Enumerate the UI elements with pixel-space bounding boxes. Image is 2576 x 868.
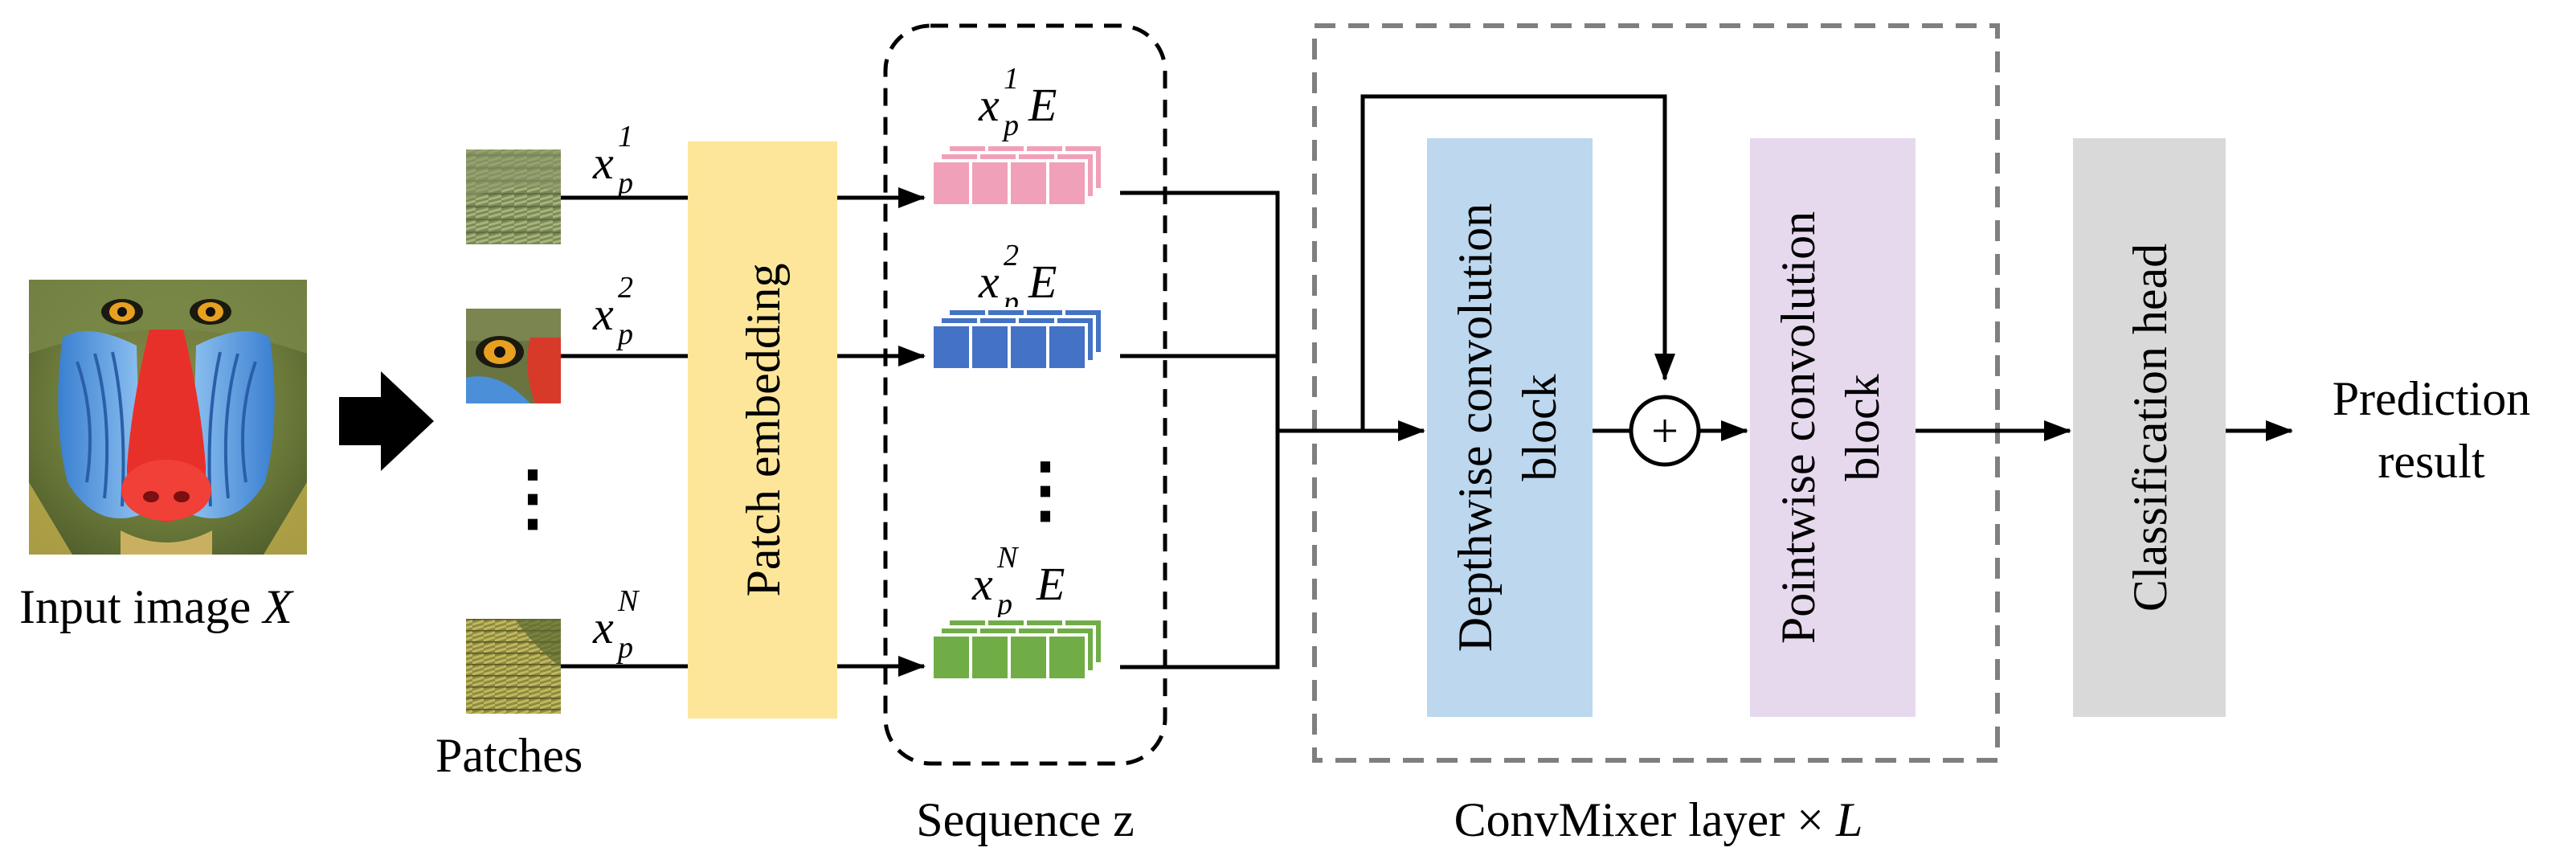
classification-head-label: Classification head [2124, 244, 2177, 612]
depthwise-conv-label-line2: block [1513, 374, 1566, 481]
token-cell [1008, 159, 1049, 207]
sequence-container [883, 23, 1167, 766]
svg-text:x: x [592, 601, 614, 653]
svg-text:E: E [1036, 558, 1065, 610]
svg-text:1: 1 [1004, 62, 1019, 96]
pointwise-conv-block [1750, 138, 1916, 717]
svg-text:E: E [1028, 256, 1057, 308]
token-cell [1008, 633, 1049, 682]
svg-text:p: p [1001, 108, 1019, 142]
token-stack-2 [930, 307, 1104, 371]
svg-text:x: x [978, 256, 1000, 308]
sequence-merge-lines [1120, 190, 1280, 669]
token-cell [930, 633, 972, 682]
svg-text:x: x [978, 79, 1000, 131]
sequence-label: Sequence z [916, 793, 1135, 846]
svg-text:p: p [615, 166, 633, 200]
token-cell [930, 323, 972, 371]
patches-ellipsis: ⋮ [497, 459, 569, 538]
token-cell [930, 159, 972, 207]
prediction-label-line2: result [2378, 435, 2485, 488]
depthwise-conv-block [1427, 138, 1593, 717]
input-image [29, 280, 307, 555]
svg-text:E: E [1028, 79, 1057, 131]
pointwise-conv-label-line1: Pointwise convolution [1772, 211, 1825, 644]
patch-embedding-label: Patch embedding [737, 264, 790, 597]
patch-2 [466, 309, 561, 403]
pointwise-conv-label-line2: block [1836, 374, 1889, 481]
svg-text:N: N [996, 541, 1020, 575]
svg-text:p: p [615, 317, 633, 351]
svg-text:p: p [615, 631, 633, 665]
svg-text:2: 2 [618, 271, 633, 305]
svg-text:x: x [592, 137, 614, 189]
sequence-symbol-n: x N p E [971, 541, 1065, 621]
sequence-symbol-1: x 1 p E [978, 62, 1057, 142]
patch-1 [466, 149, 561, 244]
patch-symbol-n: x N p [592, 584, 640, 665]
svg-text:N: N [617, 584, 640, 618]
input-flow-arrow [339, 371, 434, 471]
svg-text:x: x [592, 288, 614, 340]
add-symbol: + [1651, 404, 1678, 457]
depthwise-conv-label-line1: Depthwise convolution [1449, 203, 1502, 652]
patches-label: Patches [435, 729, 583, 782]
token-cell [1046, 323, 1088, 371]
convmixer-layer-container [1312, 23, 2000, 763]
token-cell [1008, 323, 1049, 371]
classification-head-block [2073, 138, 2226, 717]
svg-text:x: x [971, 558, 993, 610]
token-stack-n [930, 617, 1104, 682]
convmixer-layer-label: ConvMixer layer × L [1454, 793, 1863, 846]
svg-text:p: p [995, 588, 1012, 621]
token-cell [1046, 633, 1088, 682]
svg-text:1: 1 [618, 120, 633, 154]
token-cell [969, 159, 1011, 207]
patch-symbol-1: x 1 p [592, 120, 633, 200]
token-cell [969, 323, 1011, 371]
prediction-label-line1: Prediction [2333, 372, 2531, 425]
input-image-label: Input image X [19, 580, 294, 633]
svg-text:2: 2 [1004, 239, 1019, 272]
token-stack-1 [930, 143, 1104, 207]
patch-symbol-2: x 2 p [592, 271, 633, 351]
sequence-symbol-2: x 2 p E [978, 239, 1057, 319]
token-cell [969, 633, 1011, 682]
token-cell [1046, 159, 1088, 207]
residual-connection [1360, 94, 1675, 431]
sequence-ellipsis: ⋮ [1009, 451, 1082, 530]
patch-n [466, 619, 561, 714]
patch-embedding-block [688, 141, 837, 719]
